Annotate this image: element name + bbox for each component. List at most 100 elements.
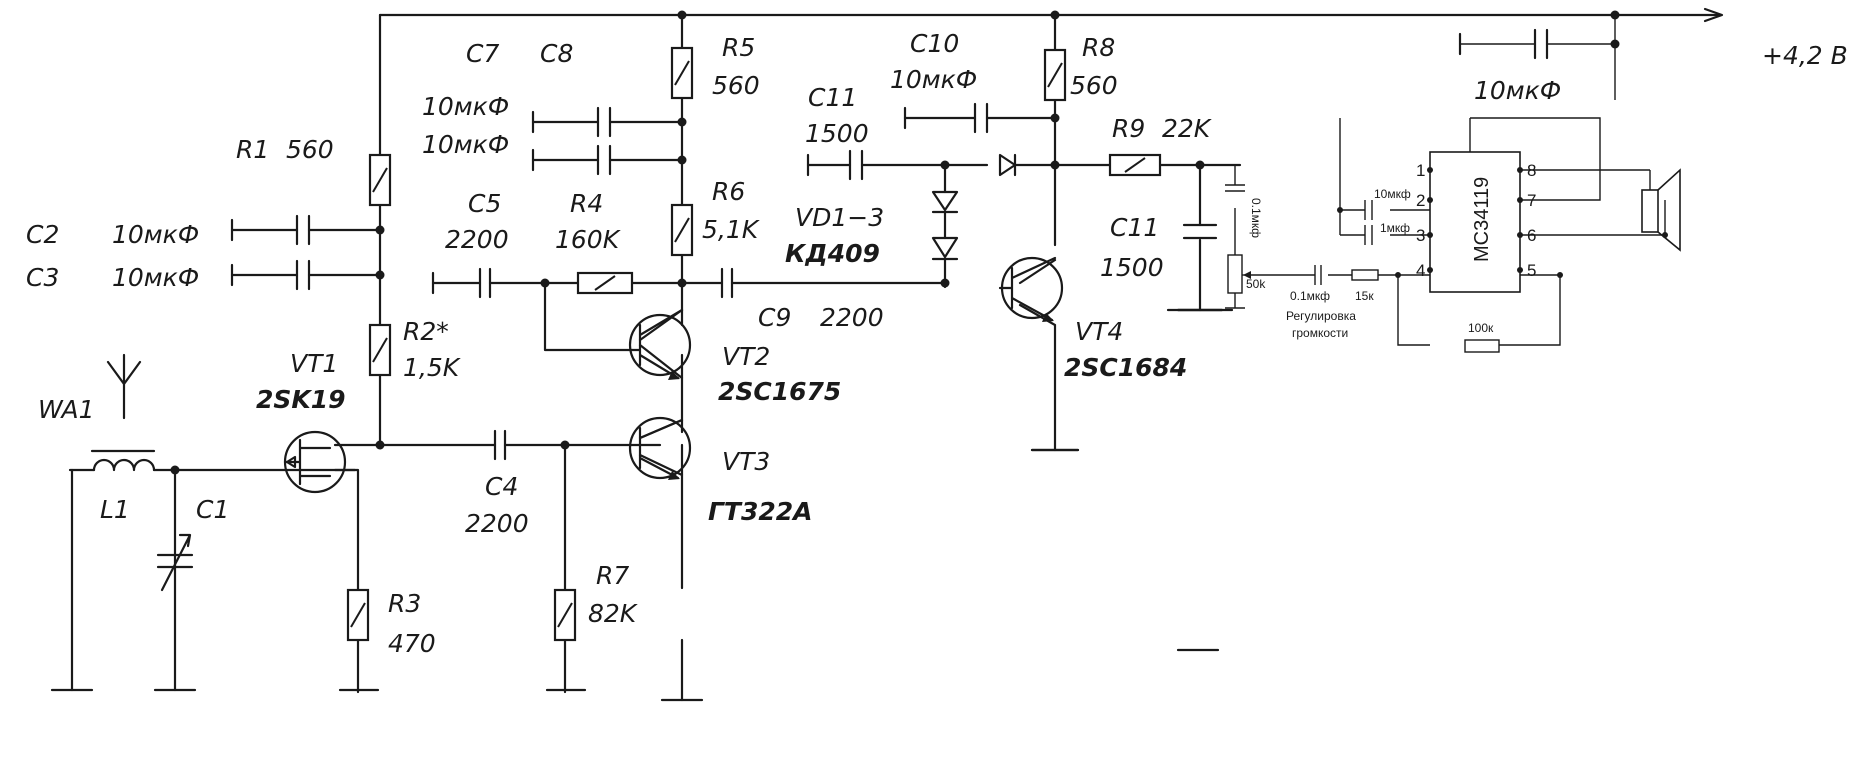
c5-value: 2200 [445, 225, 509, 254]
junction-dots [170, 10, 1668, 475]
transistor-vt2: VT2 2SC1675 [628, 308, 841, 406]
capacitor-c5: C5 2200 [431, 189, 509, 299]
speaker-icon [1641, 168, 1681, 252]
coupling-cap-value: 0.1мкф [1249, 198, 1263, 238]
vt1-part: 2SK19 [256, 385, 346, 414]
resistor-r4: R4 160K [555, 189, 634, 295]
r1-value: 560 [286, 135, 334, 164]
pot-value: 50k [1246, 277, 1266, 291]
capacitor-c11-coupling: C11 1500 [805, 83, 869, 181]
cap-pin3-value: 1мкф [1380, 221, 1410, 235]
pin-4: 4 [1416, 261, 1425, 280]
diodes-ref: VD1−3 [795, 203, 884, 232]
diode-vd1 [998, 153, 1017, 177]
r6-ref: R6 [712, 177, 745, 206]
resistor-r3: R3 470 [346, 588, 436, 658]
diodes-part: КД409 [785, 239, 880, 268]
transistor-vt3: VT3 ГТ322А [628, 416, 813, 526]
capacitor-c11-filter: C11 1500 [1100, 213, 1218, 282]
r5-ref: R5 [722, 33, 755, 62]
c7-ref: C7 [466, 39, 499, 68]
c8-ref: C8 [540, 39, 573, 68]
diode-vd3 [931, 236, 959, 261]
inductor-ref: L1 [100, 495, 130, 524]
resistor-r9: R9 22K [1108, 114, 1213, 177]
vt4-ref: VT4 [1075, 317, 1123, 346]
c11a-ref: C11 [808, 83, 857, 112]
capacitor-c7: C7 10мкФ [422, 39, 612, 138]
c1-ref: C1 [196, 495, 229, 524]
capacitor-c3: C3 10мкФ [26, 259, 311, 292]
amp-input-network: 0.1мкф 15к [1290, 265, 1379, 303]
r9-value: 22K [1162, 114, 1213, 143]
ic-mc34119: MC34119 1 2 3 4 8 7 6 5 [1416, 151, 1536, 293]
c9-ref: C9 [758, 303, 791, 332]
c11a-value: 1500 [805, 119, 869, 148]
ground-symbols [1030, 308, 1224, 452]
r3-value: 470 [388, 629, 436, 658]
amp-feedback-resistor: 100к [1464, 321, 1500, 353]
resistor-r2: R2* 1,5K [368, 317, 462, 382]
r1-label: R1 [236, 135, 269, 164]
vt2-part: 2SC1675 [718, 377, 841, 406]
c11b-value: 1500 [1100, 253, 1164, 282]
r7-ref: R7 [596, 561, 629, 590]
resistor-r8: R8 560 [1043, 33, 1118, 102]
transistor-vt1: VT1 2SK19 [256, 349, 347, 494]
transistor-vt4: VT4 2SC1684 [998, 256, 1187, 382]
capacitor-c2: C2 10мкФ [26, 214, 311, 249]
pin-3: 3 [1416, 226, 1425, 245]
resistor-r5: R5 560 [670, 33, 760, 100]
resistor-r6: R6 5,1K [670, 177, 761, 257]
input-res-value: 15к [1355, 289, 1374, 303]
ic-name: MC34119 [1471, 177, 1493, 262]
r4-ref: R4 [570, 189, 603, 218]
pin-6: 6 [1527, 226, 1536, 245]
volume-label-2: громкости [1292, 326, 1348, 340]
c3-ref: C3 [26, 263, 59, 292]
vt4-part: 2SC1684 [1064, 353, 1187, 382]
inductor-l1: L1 [90, 449, 156, 524]
c2-ref: C2 [26, 220, 59, 249]
volume-label-1: Регулировка [1286, 309, 1356, 323]
r5-value: 560 [712, 71, 760, 100]
r2-ref: R2* [403, 317, 449, 346]
c4-ref: C4 [485, 472, 518, 501]
pin-7: 7 [1527, 191, 1536, 210]
antenna-ref: WA1 [38, 395, 94, 424]
r6-value: 5,1K [702, 215, 761, 244]
feedback-res-value: 100к [1468, 321, 1494, 335]
r8-value: 560 [1070, 71, 1118, 100]
c11b-ref: C11 [1110, 213, 1159, 242]
pin-1: 1 [1416, 161, 1425, 180]
input-cap-value: 0.1мкф [1290, 289, 1330, 303]
vt1-ref: VT1 [290, 349, 338, 378]
vt2-ref: VT2 [722, 342, 770, 371]
supply-cap-value: 10мкФ [1474, 76, 1561, 105]
supply-voltage-label: +4,2 В [1762, 41, 1848, 70]
r3-ref: R3 [388, 589, 421, 618]
variable-capacitor-c1: C1 [156, 495, 229, 592]
r2-value: 1,5K [403, 353, 462, 382]
vt3-part: ГТ322А [708, 497, 813, 526]
r8-ref: R8 [1082, 33, 1115, 62]
capacitor-c9: C9 2200 [720, 267, 884, 332]
r4-value: 160K [555, 225, 622, 254]
capacitor-c4: C4 2200 [465, 429, 529, 538]
volume-potentiometer: 50k 0.1мкф [1225, 184, 1266, 309]
amp-pin-caps: 10мкф 1мкф [1364, 187, 1411, 245]
c10-value: 10мкФ [890, 65, 977, 94]
vt3-ref: VT3 [722, 447, 770, 476]
diode-vd2 [931, 190, 959, 214]
r9-ref: R9 [1112, 114, 1145, 143]
c7-value: 10мкФ [422, 92, 509, 121]
capacitor-c8: C8 10мкФ [422, 39, 612, 176]
resistor-r7: R7 82K [553, 561, 639, 642]
c3-value: 10мкФ [112, 263, 199, 292]
c10-ref: C10 [910, 29, 959, 58]
c2-value: 10мкФ [112, 220, 199, 249]
cap-pin2-value: 10мкф [1374, 187, 1411, 201]
capacitor-c10: C10 10мкФ [890, 29, 989, 134]
pin-8: 8 [1527, 161, 1536, 180]
